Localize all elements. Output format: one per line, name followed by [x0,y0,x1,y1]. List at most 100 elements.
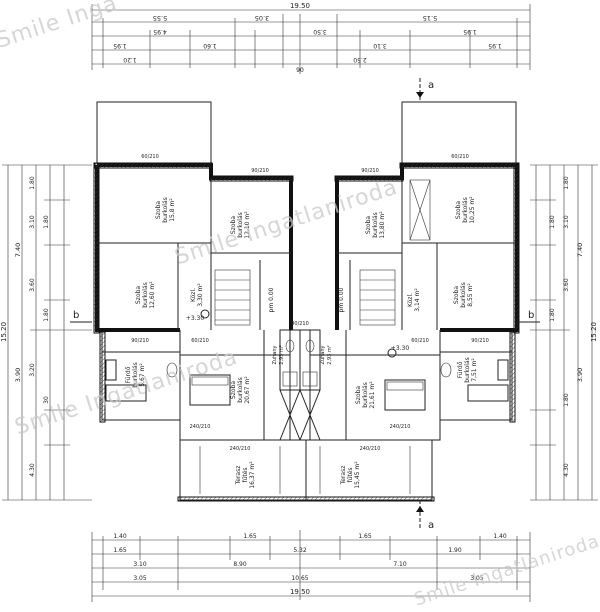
svg-text:burkolás: burkolás [237,377,244,402]
dim-left-b2: 3.90 [14,368,22,382]
dim-left-total: 15.20 [0,322,8,342]
svg-text:2,93 m²: 2,93 m² [327,345,333,365]
svg-text:5,67 m²: 5,67 m² [139,363,146,387]
room-label-14: Szoba burkolás 8,55 m² [453,282,474,307]
svg-text:Fürdő: Fürdő [125,366,132,383]
shower-core [279,329,321,441]
dim-left-a4: 3.20 [29,363,36,377]
svg-text:Szoba: Szoba [455,201,462,219]
svg-text:13,80 m²: 13,80 m² [379,211,386,239]
dim-right-a2: 3.10 [563,215,570,229]
svg-text:fűtés: fűtés [242,467,249,482]
dim-top-g: 1.95 [113,42,127,49]
dim-left-b1: 7.40 [14,243,22,257]
dim-top-j: 1.95 [488,42,502,49]
right-dimension-chains: 15.20 7.40 3.90 1.80 3.10 3.60 1.80 4.30… [530,164,598,501]
dim-bot-m: 3.05 [470,575,484,582]
svg-text:burkolás: burkolás [132,362,139,387]
dim-right-a5: 4.30 [563,463,570,477]
dim-top-i: 3.10 [373,42,387,49]
terrace-block [177,439,435,502]
svg-text:8,55 m²: 8,55 m² [467,283,474,307]
svg-text:burkolás: burkolás [460,282,467,307]
svg-text:90/210: 90/210 [471,338,489,344]
bathtub-left-icon [105,384,147,402]
dim-right-a1: 1.80 [563,176,570,190]
svg-text:Szoba: Szoba [453,286,460,304]
room-label-1: Szoba burkolás 15,8 m² [155,197,176,222]
dim-right-b1: 7.40 [576,243,584,257]
dim-right-b2: 3.90 [576,368,584,382]
svg-text:90/210: 90/210 [291,321,309,327]
svg-text:Szoba: Szoba [135,286,142,304]
beds [189,374,426,411]
dim-bot-g: 1.90 [448,547,462,554]
section-a-bottom: a [428,520,434,531]
svg-text:Terasz: Terasz [340,466,347,486]
dim-bot-e: 1.65 [113,547,127,554]
svg-text:3,14 m²: 3,14 m² [414,288,421,312]
room-label-7: Zuhany 2,93 m² [272,345,285,365]
dim-bot-total: 19.50 [290,588,310,596]
svg-text:burkolás: burkolás [237,212,244,237]
toilet-right-icon [440,362,452,378]
svg-text:60/210: 60/210 [191,338,209,344]
dim-top-total: 19.50 [290,2,310,10]
dim-bot-d: 1.40 [493,533,507,540]
svg-text:16,37 m²: 16,37 m² [249,461,256,489]
dim-top-l: 2.50 [353,56,367,63]
dim-bot-b: 1.65 [243,533,257,540]
dim-top-c: 5.15 [423,14,437,22]
svg-text:60/210: 60/210 [451,154,469,160]
level-target-left-icon [200,309,210,319]
dim-top-m: 90 [296,67,304,74]
sink-left-icon [105,359,117,381]
svg-text:burkolás: burkolás [162,197,169,222]
svg-text:Közl.: Közl. [407,293,414,307]
dim-left-c3: 30 [43,396,50,404]
dim-left-a1: 1.80 [29,176,36,190]
svg-text:burkolás: burkolás [464,357,471,382]
room-label-15: Terasz fűtés 16,37 m² [235,461,256,489]
level-markers: pm 0.00 pm 0.00 +3.30 +3.30 [186,287,409,358]
svg-text:60/210: 60/210 [141,154,159,160]
dim-top-b: 3.05 [255,14,269,22]
dim-left-a3: 3.60 [29,278,36,292]
bathroom-fixtures [105,359,509,402]
svg-text:Szoba: Szoba [230,381,237,399]
svg-text:Szoba: Szoba [155,201,162,219]
dim-left-a5: 4.30 [29,463,36,477]
svg-text:Közl.: Közl. [190,288,197,302]
room-label-2: Szoba burkolás 12,10 m² [230,211,251,239]
dim-top-d: 4.95 [153,28,167,35]
dim-right-c1: 1.80 [549,215,556,229]
interior-walls-right [309,178,517,440]
dim-top-e: 3.50 [313,28,327,35]
svg-text:burkolás: burkolás [362,382,369,407]
bathtub-right-icon [467,384,509,402]
svg-text:Szoba: Szoba [365,216,372,234]
svg-text:burkolás: burkolás [372,212,379,237]
svg-text:fűtés: fűtés [347,467,354,482]
level-pm000-left: pm 0.00 [268,287,275,312]
dim-top-f: 1.95 [463,28,477,35]
svg-text:20,67 m²: 20,67 m² [244,376,251,404]
dim-right-total: 15.20 [590,322,598,342]
svg-text:10,25 m²: 10,25 m² [469,196,476,224]
dim-top-a: 5.55 [153,14,167,22]
dim-bot-f: 5.32 [293,547,307,554]
svg-text:Fürdő: Fürdő [457,361,464,378]
room-label-5: Fürdő burkolás 5,67 m² [125,362,146,387]
svg-text:60/210: 60/210 [411,338,429,344]
room-label-9: Szoba burkolás 21,61 m² [355,381,376,409]
svg-text:3,30 m²: 3,30 m² [197,283,204,307]
dim-left-c1: 1.80 [43,215,50,229]
dim-top-k: 1.20 [123,56,137,63]
svg-text:burkolás: burkolás [462,197,469,222]
dim-bot-j: 7.10 [393,561,407,568]
svg-text:90/210: 90/210 [361,168,379,174]
svg-text:15,45 m²: 15,45 m² [354,461,361,489]
svg-text:7,51 m²: 7,51 m² [471,358,478,382]
room-label-10: Fürdő burkolás 7,51 m² [457,357,478,382]
section-marks: a a b b [70,78,540,531]
